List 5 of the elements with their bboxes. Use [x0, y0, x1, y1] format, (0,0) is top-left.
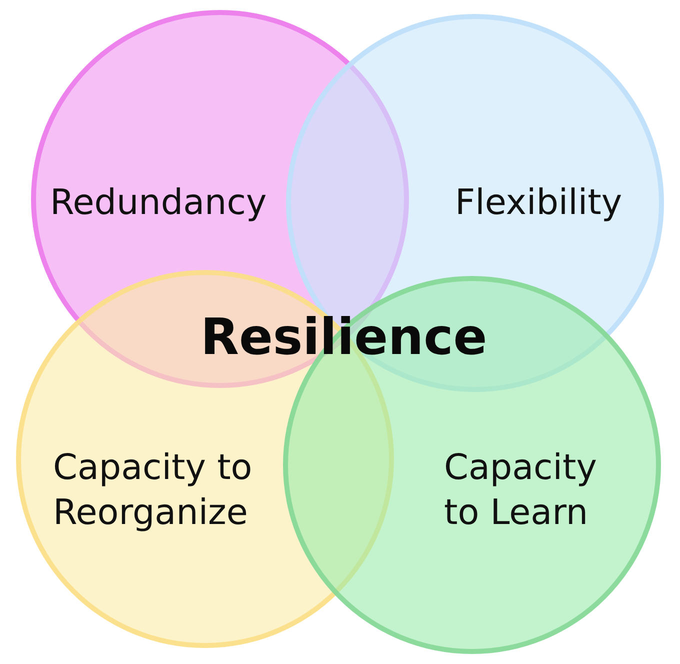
circle-label: Capacity to Reorganize	[53, 446, 254, 535]
circle-label: Capacity to Learn	[444, 446, 598, 535]
circle-label: Redundancy	[50, 182, 267, 225]
center-label: Resilience	[200, 307, 488, 367]
circle-label: Flexibility	[455, 182, 622, 225]
